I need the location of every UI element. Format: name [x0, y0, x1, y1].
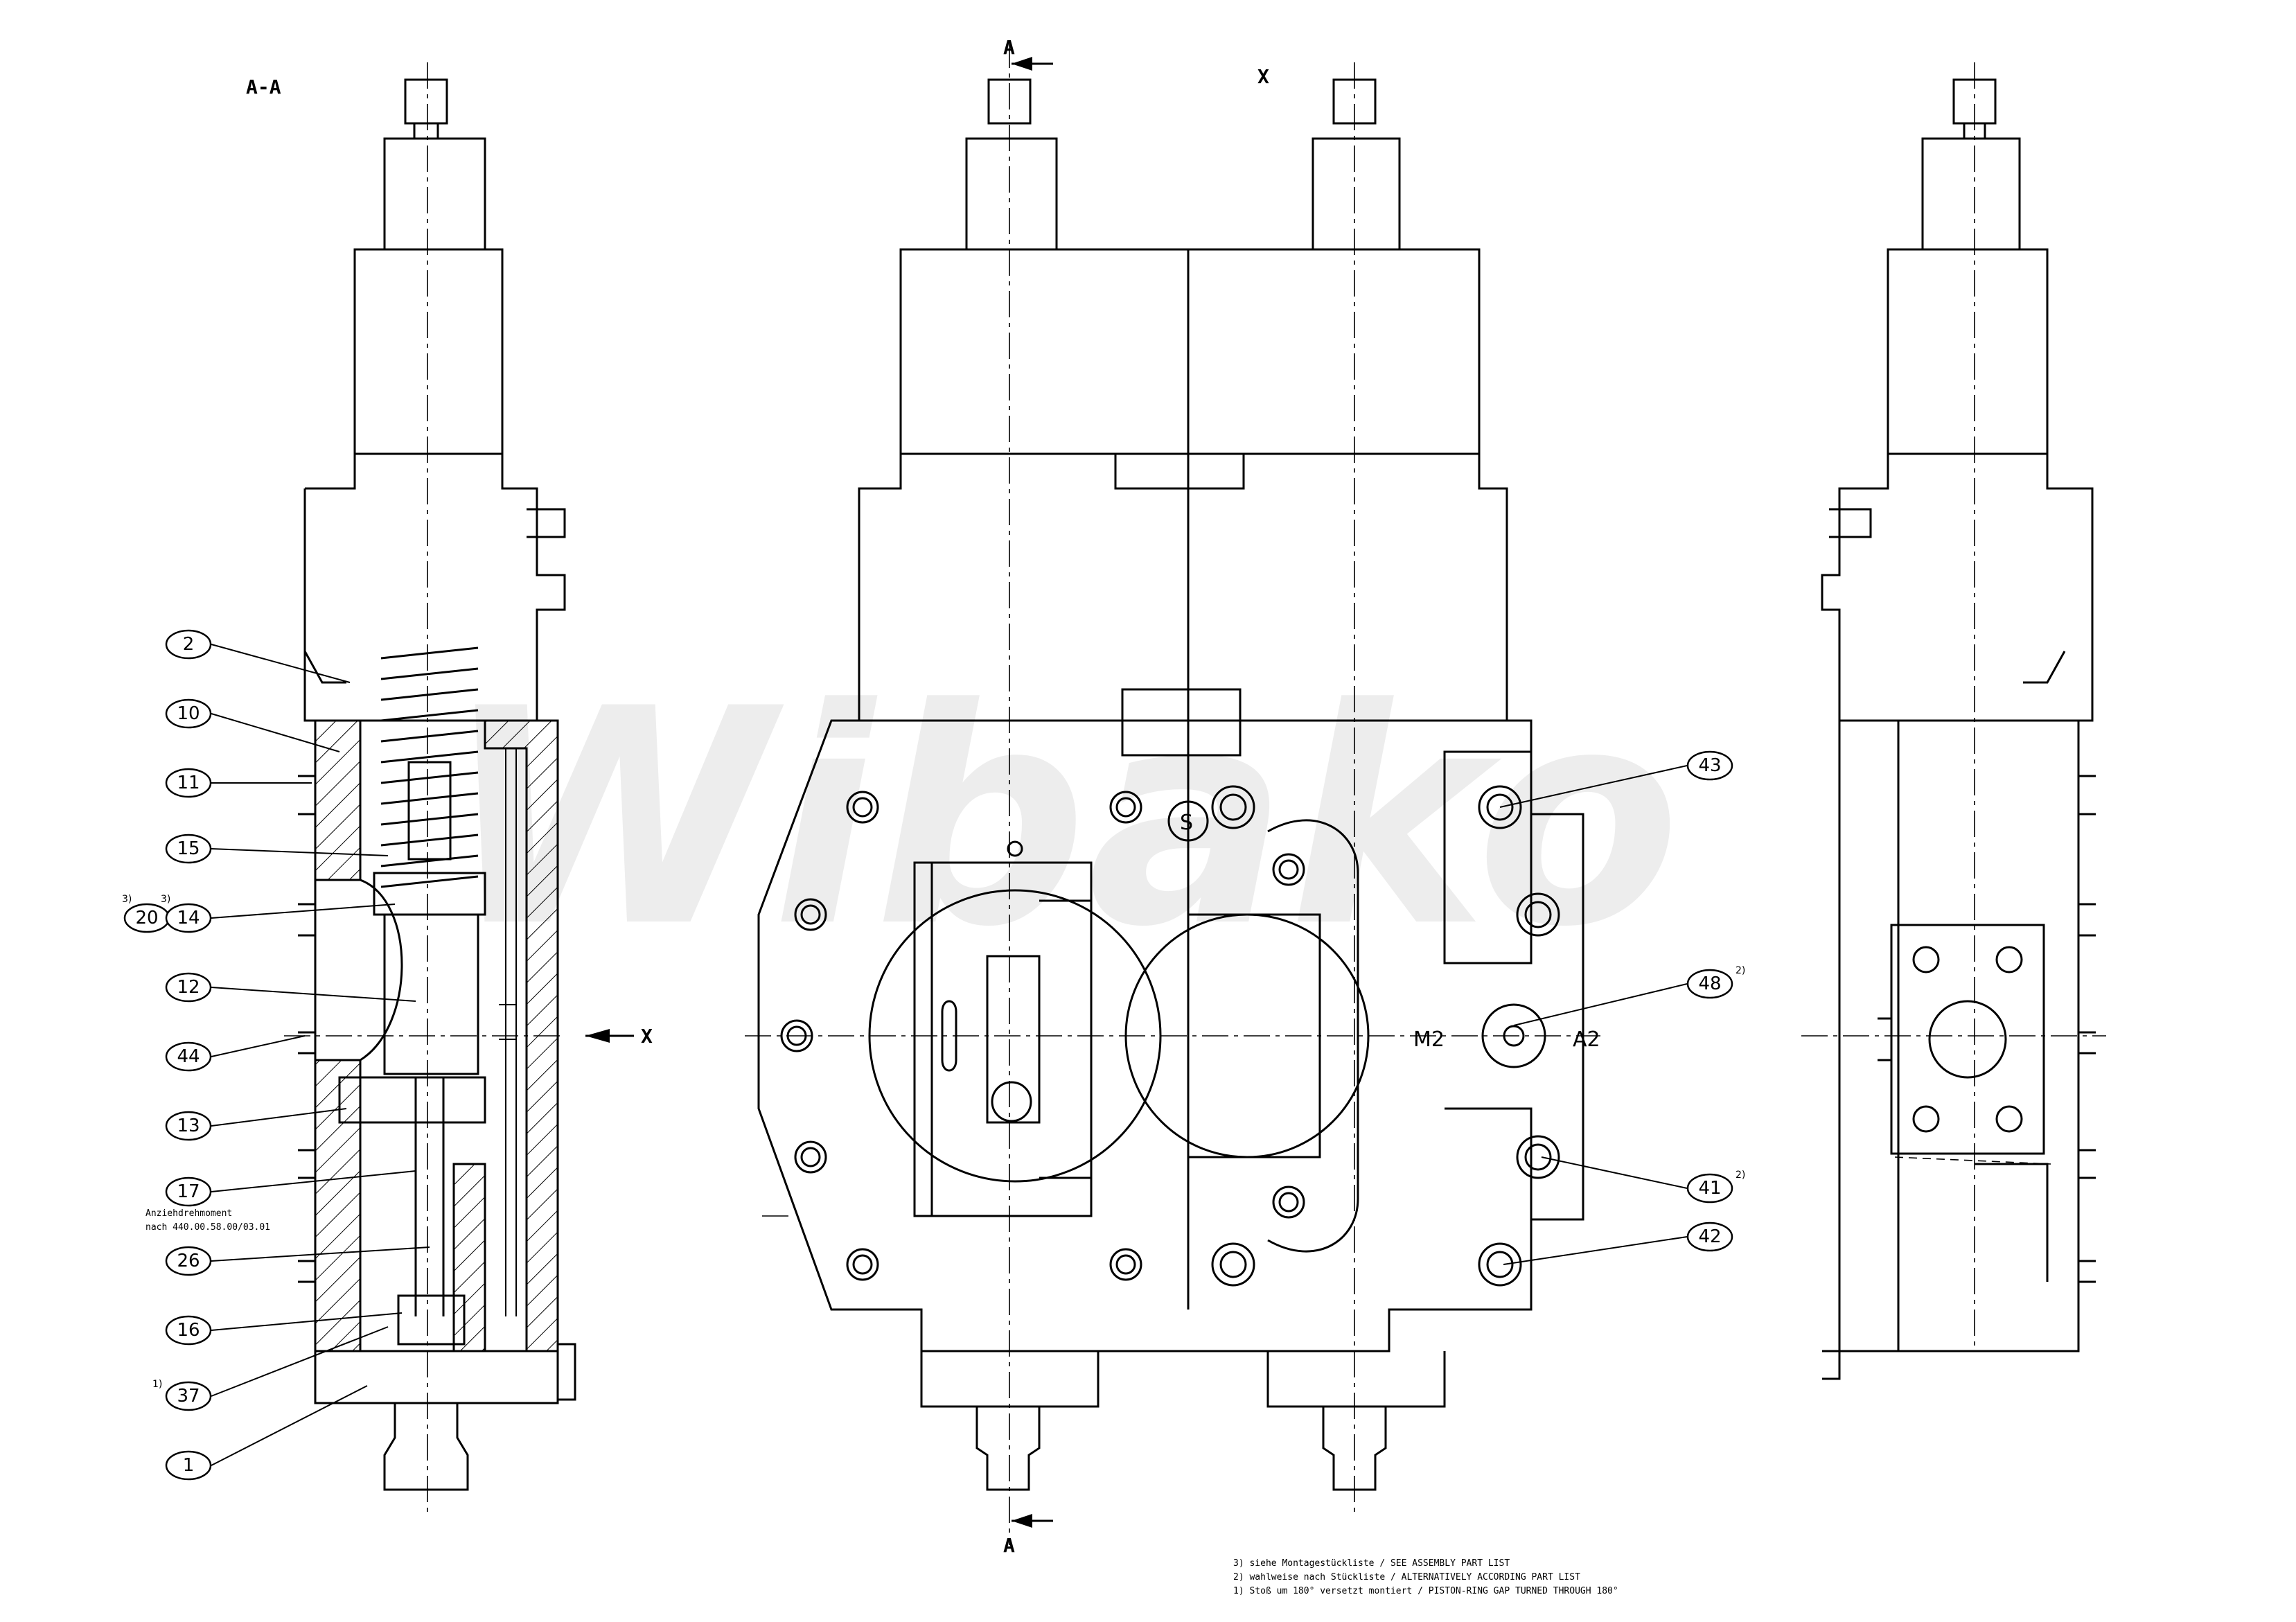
svg-text:12: 12 — [177, 977, 200, 998]
balloon-10: 10 — [165, 698, 212, 729]
balloon-13: 13 — [165, 1111, 212, 1141]
svg-text:3): 3) — [122, 894, 132, 905]
balloon-37: 37 1) — [152, 1379, 212, 1411]
torque-note-line1: Anziehdrehmoment — [145, 1208, 232, 1219]
svg-text:43: 43 — [1698, 755, 1721, 776]
balloon-44: 44 — [165, 1041, 212, 1072]
svg-text:37: 37 — [177, 1386, 200, 1407]
svg-text:16: 16 — [177, 1320, 200, 1341]
svg-text:13: 13 — [177, 1116, 200, 1136]
balloon-12: 12 — [165, 972, 212, 1003]
balloon-16: 16 — [165, 1315, 212, 1346]
svg-text:15: 15 — [177, 838, 200, 859]
svg-text:11: 11 — [177, 773, 200, 793]
svg-text:44: 44 — [177, 1046, 200, 1067]
balloon-1: 1 — [165, 1450, 212, 1481]
svg-text:14: 14 — [177, 908, 200, 928]
balloon-14: 14 3) — [161, 894, 212, 933]
svg-text:41: 41 — [1698, 1178, 1721, 1199]
svg-text:26: 26 — [177, 1251, 200, 1271]
section-label: A-A — [246, 76, 281, 98]
side-view — [1801, 62, 2106, 1380]
balloon-group-left — [211, 644, 430, 1466]
balloon-42: 42 — [1686, 1222, 1733, 1252]
balloon-48: 48 2) — [1686, 965, 1745, 999]
balloon-17: 17 — [165, 1176, 212, 1207]
footnote-1: 1) Stoß um 180° versetzt montiert / PIST… — [1233, 1586, 1618, 1596]
port-m2-label: M2 — [1413, 1028, 1445, 1052]
watermark: Wibako — [443, 646, 1681, 992]
svg-text:48: 48 — [1698, 973, 1721, 994]
balloon-26: 26 — [165, 1246, 212, 1276]
torque-note: Anziehdrehmoment nach 440.00.58.00/03.01 — [145, 1208, 270, 1233]
svg-text:1: 1 — [183, 1455, 195, 1476]
balloon-2: 2 — [165, 629, 212, 660]
svg-text:2): 2) — [1736, 965, 1745, 976]
balloon-15: 15 — [165, 834, 212, 864]
front-view-x: X A A — [745, 36, 1600, 1557]
footnote-3: 3) siehe Montagestückliste / SEE ASSEMBL… — [1233, 1558, 1510, 1569]
svg-text:17: 17 — [177, 1181, 200, 1202]
section-marker-bottom: A — [1003, 1534, 1015, 1557]
svg-text:2): 2) — [1736, 1170, 1745, 1181]
svg-text:20: 20 — [135, 908, 158, 928]
torque-note-line2: nach 440.00.58.00/03.01 — [145, 1222, 270, 1233]
svg-text:3): 3) — [161, 894, 170, 905]
view-x-arrow-label: X — [641, 1025, 653, 1048]
balloon-20: 203) — [122, 894, 170, 933]
view-x-label: X — [1257, 65, 1269, 88]
balloon-43: 43 — [1686, 750, 1733, 781]
svg-text:10: 10 — [177, 703, 200, 724]
footnotes: 3) siehe Montagestückliste / SEE ASSEMBL… — [1233, 1558, 1618, 1596]
port-a2-label: A2 — [1573, 1028, 1600, 1052]
balloon-41: 41 2) — [1686, 1170, 1745, 1204]
port-s-label: S — [1180, 811, 1193, 835]
svg-text:2: 2 — [183, 634, 195, 655]
balloon-11: 11 — [165, 768, 212, 798]
balloon-group-right — [1499, 765, 1688, 1265]
section-view-a-a: A-A — [246, 62, 653, 1514]
footnote-2: 2) wahlweise nach Stückliste / ALTERNATI… — [1233, 1572, 1580, 1583]
svg-text:1): 1) — [152, 1379, 162, 1390]
svg-text:42: 42 — [1698, 1226, 1721, 1247]
